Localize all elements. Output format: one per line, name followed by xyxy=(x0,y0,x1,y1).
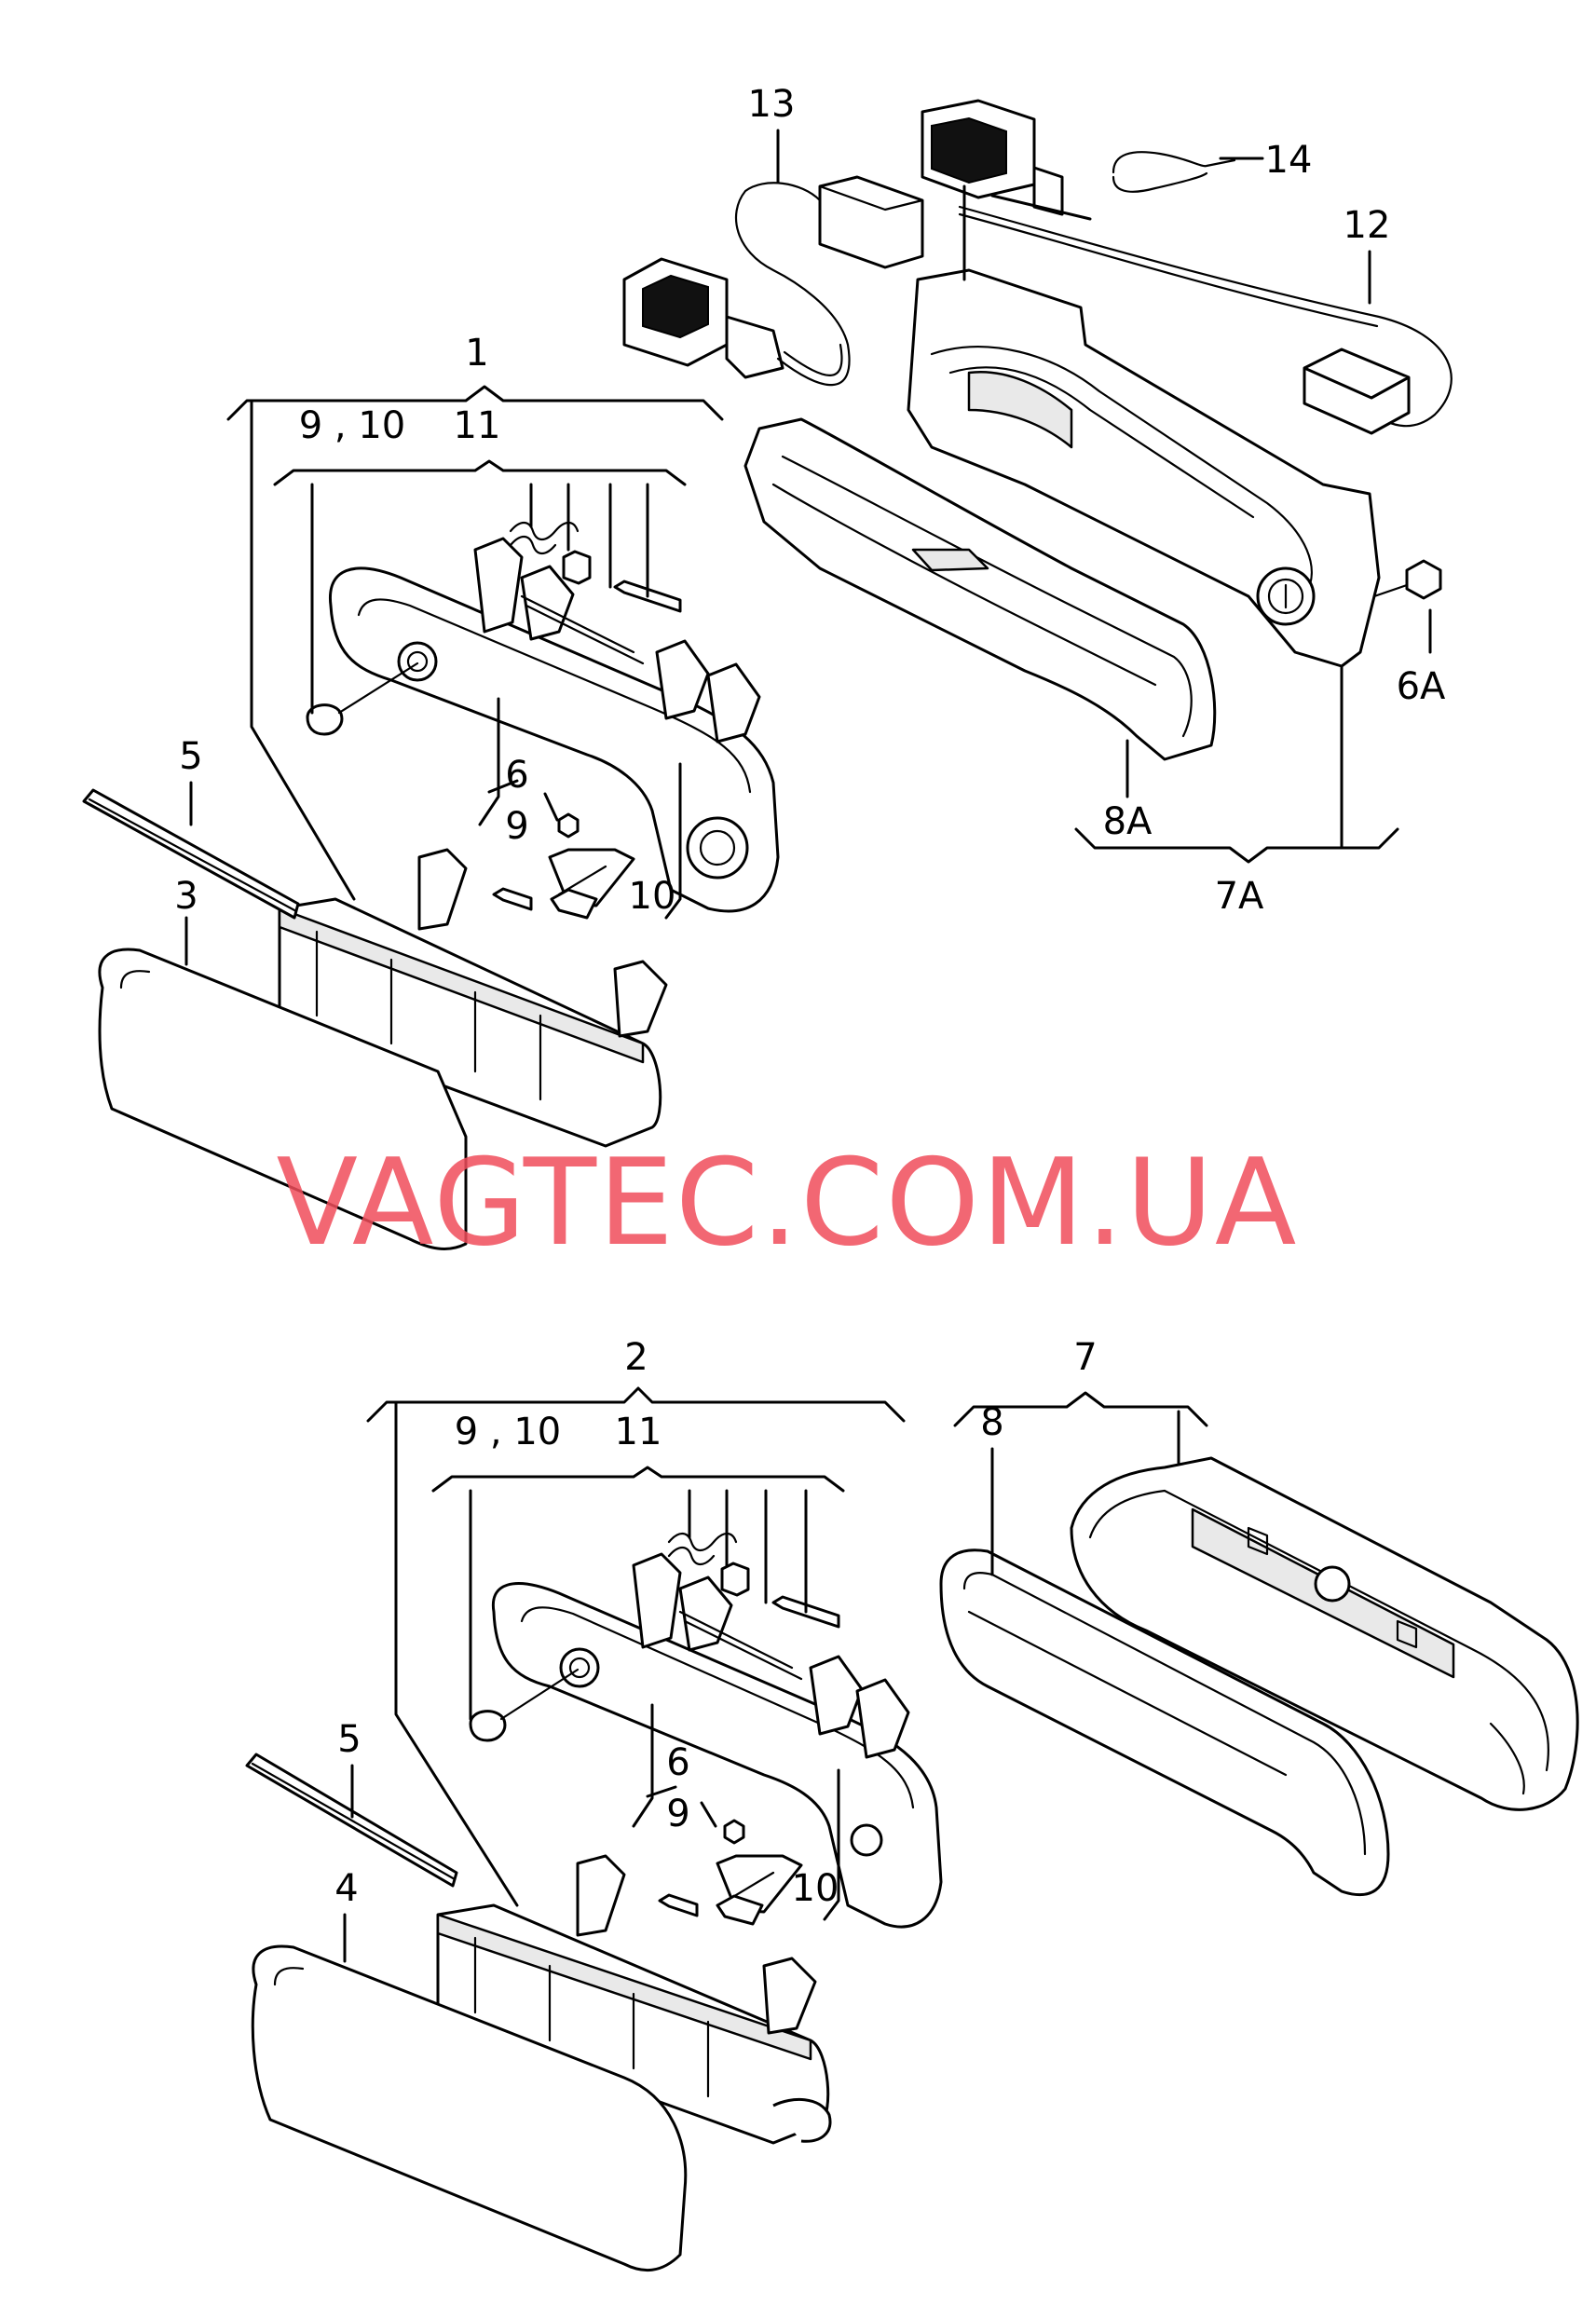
handle-assembly-2 xyxy=(469,1532,943,1929)
callout-9-10-top: 9 , 10 xyxy=(299,404,406,447)
callout-9-10-bottom: 9 , 10 xyxy=(455,1411,562,1453)
callout-7: 7 xyxy=(1073,1336,1097,1379)
connector-14 xyxy=(921,99,1236,216)
callout-1: 1 xyxy=(465,332,488,375)
cover-cap-3 xyxy=(98,948,468,1250)
callout-3: 3 xyxy=(174,875,198,918)
leader-lines xyxy=(184,129,1432,1963)
callout-5-bottom: 5 xyxy=(337,1718,361,1761)
callout-8: 8 xyxy=(980,1401,1003,1444)
callout-2: 2 xyxy=(624,1336,648,1379)
gasket-8 xyxy=(939,1548,1390,1897)
handle-assembly-1 xyxy=(306,521,780,920)
wiring-13 xyxy=(622,175,924,387)
callout-10-bottom: 10 xyxy=(792,1867,839,1910)
callout-9-bottom: 9 xyxy=(666,1793,689,1835)
cover-cap-4 xyxy=(251,1944,688,2272)
callout-9-top: 9 xyxy=(505,805,528,848)
callout-11-bottom: 11 xyxy=(615,1411,662,1453)
handle-housing-7A xyxy=(907,205,1453,668)
callout-14: 14 xyxy=(1265,139,1313,182)
callout-4: 4 xyxy=(334,1867,358,1910)
watermark: VAGTEC.COM.UA xyxy=(277,1134,1299,1273)
callout-13: 13 xyxy=(748,83,796,126)
seal-strip-5-bottom xyxy=(245,1753,458,1888)
gasket-8A xyxy=(743,417,1217,761)
callouts: 1 9 , 10 11 5 3 6 9 10 13 14 12 6A 8A 7A… xyxy=(174,83,1446,1910)
callout-6-top: 6 xyxy=(505,754,528,797)
callout-10-top: 10 xyxy=(629,875,676,918)
handle-base-2 xyxy=(436,1854,832,2145)
handle-base-1 xyxy=(278,848,668,1148)
seal-strip-5-top xyxy=(82,788,300,920)
callout-12: 12 xyxy=(1344,204,1391,247)
callout-6-bottom: 6 xyxy=(666,1741,689,1784)
callout-6A: 6A xyxy=(1397,665,1446,708)
callout-7A: 7A xyxy=(1215,875,1264,918)
callout-11-top: 11 xyxy=(454,404,501,447)
handle-housing-7 xyxy=(1070,1456,1579,1811)
callout-5-top: 5 xyxy=(179,735,202,778)
callout-8A: 8A xyxy=(1103,800,1153,843)
